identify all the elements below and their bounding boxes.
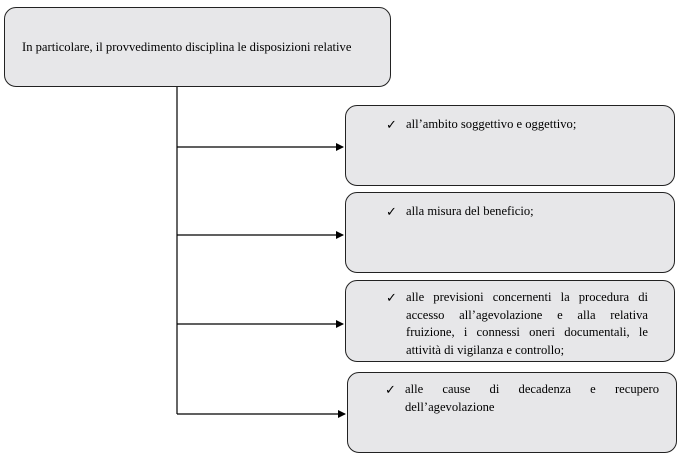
item-box-3: ✓ alle previsioni concernenti la procedu…: [345, 280, 675, 362]
item-text-2: alla misura del beneficio;: [406, 204, 534, 218]
list-item: ✓ alle previsioni concernenti la procedu…: [386, 289, 648, 359]
item-text-3: alle previsioni concernenti la procedura…: [406, 290, 648, 357]
list-item: ✓ all’ambito soggettivo e oggettivo;: [386, 116, 664, 134]
item-box-2: ✓ alla misura del beneficio;: [345, 192, 675, 273]
item-text-1: all’ambito soggettivo e oggettivo;: [406, 117, 577, 131]
checkmark-icon: ✓: [386, 117, 397, 132]
root-text: In particolare, il provvedimento discipl…: [22, 39, 352, 54]
checkmark-icon: ✓: [386, 290, 397, 305]
list-item: ✓ alla misura del beneficio;: [386, 203, 664, 221]
item-text-4: alle cause di decadenza e recupero dell’…: [405, 382, 659, 414]
item-box-4: ✓ alle cause di decadenza e recupero del…: [347, 372, 677, 453]
list-item: ✓ alle cause di decadenza e recupero del…: [385, 381, 659, 416]
checkmark-icon: ✓: [386, 204, 397, 219]
item-box-1: ✓ all’ambito soggettivo e oggettivo;: [345, 105, 675, 186]
checkmark-icon: ✓: [385, 382, 396, 397]
root-box: In particolare, il provvedimento discipl…: [4, 7, 391, 87]
